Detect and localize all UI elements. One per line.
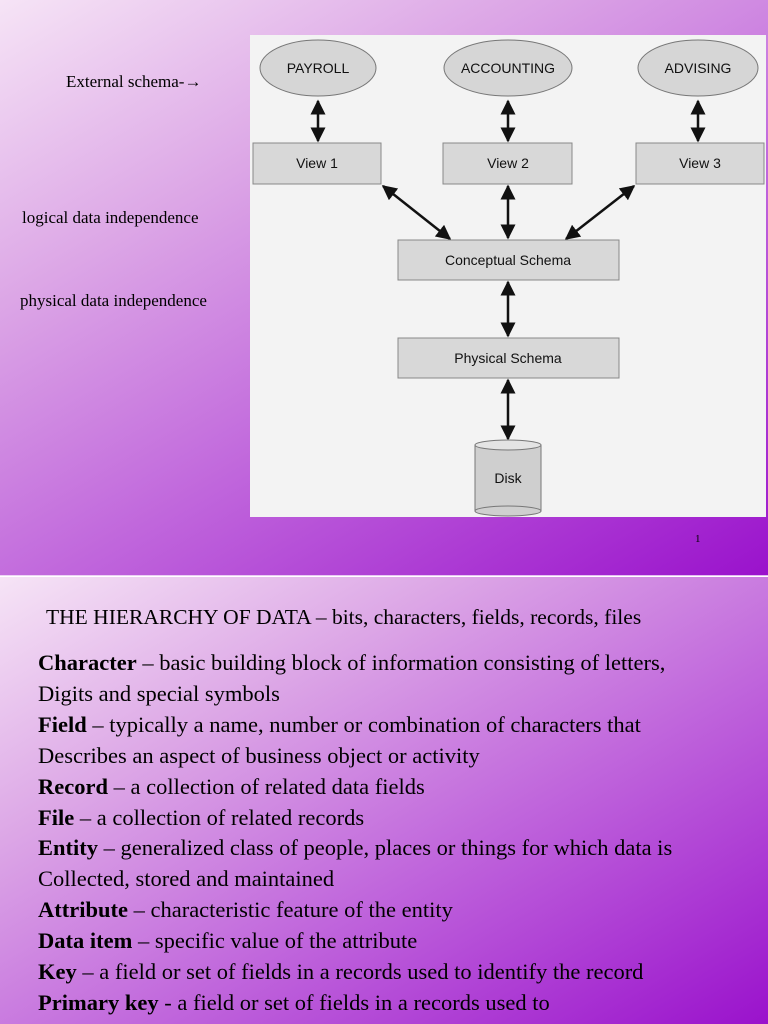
definition-term: Record [38, 773, 108, 799]
definition-line: Primary key - a field or set of fields i… [38, 988, 672, 1019]
definition-term: Attribute [38, 897, 128, 923]
definition-text: – a field or set of fields in a records … [76, 959, 644, 985]
view-3-box: View 3 [635, 142, 765, 185]
logical-independence-label: logical data independence [22, 208, 199, 227]
definition-line: Digits and special symbols [38, 679, 672, 710]
svg-text:PAYROLL: PAYROLL [287, 60, 350, 76]
definition-text: - a field or set of fields in a records … [158, 989, 550, 1015]
definition-text: – typically a name, number or combinatio… [86, 711, 641, 737]
physical-schema-box: Physical Schema [397, 337, 620, 379]
schema-diagram: PAYROLL ACCOUNTING ADVISING [250, 35, 766, 517]
definition-text: Digits and special symbols [38, 680, 280, 706]
definition-line: Collected, stored and maintained [38, 864, 672, 895]
definition-line: Key – a field or set of fields in a reco… [38, 957, 672, 988]
definition-text: – basic building block of information co… [136, 650, 666, 675]
svg-text:ADVISING: ADVISING [665, 60, 732, 76]
definition-text: – generalized class of people, places or… [98, 835, 673, 861]
accounting-cloud: ACCOUNTING [443, 39, 573, 97]
definition-term: Primary key [38, 989, 159, 1015]
slide-title: THE HIERARCHY OF DATA – bits, characters… [46, 605, 642, 629]
svg-text:View 2: View 2 [487, 155, 529, 171]
definition-text: – specific value of the attribute [132, 928, 418, 954]
definition-list: Character – basic building block of info… [38, 648, 672, 1019]
definition-term: Key [38, 959, 77, 985]
definition-line: File – a collection of related records [38, 803, 672, 834]
disk-cylinder: Disk [474, 439, 542, 517]
definition-term: Data item [38, 928, 133, 954]
slide-2 [0, 577, 768, 1024]
slide-divider [0, 575, 768, 578]
definition-line: Describes an aspect of business object o… [38, 741, 672, 772]
slide-1: External schema-→ logical data independe… [0, 0, 768, 576]
view-1-box: View 1 [252, 142, 382, 185]
definition-text: – characteristic feature of the entity [127, 897, 453, 923]
definition-line: Field – typically a name, number or comb… [38, 710, 672, 741]
conceptual-schema-box: Conceptual Schema [397, 239, 620, 281]
physical-independence-label: physical data independence [20, 291, 207, 310]
definition-line: Record – a collection of related data fi… [38, 772, 672, 803]
definition-term: File [38, 804, 75, 830]
payroll-cloud: PAYROLL [259, 39, 377, 97]
page-number: 1 [695, 533, 701, 545]
definition-line: Character – basic building block of info… [38, 648, 672, 679]
definition-text: Collected, stored and maintained [38, 866, 335, 892]
svg-text:Physical Schema: Physical Schema [454, 350, 562, 366]
definition-term: Character [38, 650, 137, 675]
definition-line: Entity – generalized class of people, pl… [38, 833, 672, 864]
svg-text:ACCOUNTING: ACCOUNTING [461, 60, 555, 76]
definition-term: Entity [38, 835, 99, 861]
advising-cloud: ADVISING [637, 39, 759, 97]
definition-term: Field [38, 711, 87, 737]
svg-text:Disk: Disk [494, 470, 522, 486]
arrows [310, 99, 706, 441]
definition-line: Data item – specific value of the attrib… [38, 926, 672, 957]
svg-text:Conceptual Schema: Conceptual Schema [445, 252, 571, 268]
definition-text: – a collection of related records [74, 804, 365, 830]
definition-text: – a collection of related data fields [107, 773, 425, 799]
external-schema-label: External schema-→ [66, 72, 202, 91]
svg-text:View 3: View 3 [679, 155, 721, 171]
definition-text: Describes an aspect of business object o… [38, 742, 480, 768]
definition-line: Attribute – characteristic feature of th… [38, 895, 672, 926]
svg-text:View 1: View 1 [296, 155, 338, 171]
view-2-box: View 2 [442, 142, 573, 185]
